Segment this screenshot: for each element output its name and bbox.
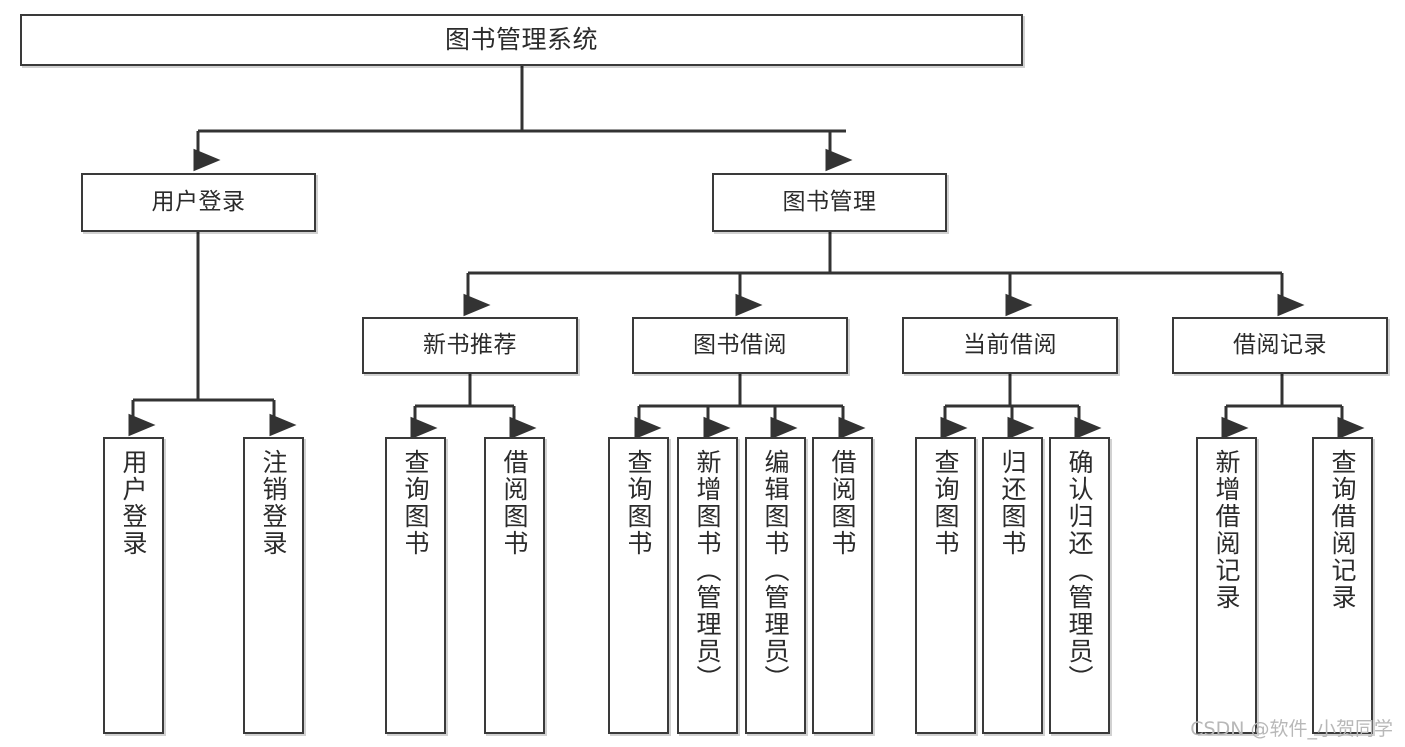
node-leaf-borrow-book-2[interactable]: 借阅图书 xyxy=(812,437,873,734)
node-label: 查询借阅记录 xyxy=(1328,449,1357,611)
node-leaf-add-record[interactable]: 新增借阅记录 xyxy=(1196,437,1257,734)
node-label: 用户登录 xyxy=(119,449,148,557)
node-leaf-edit-book[interactable]: 编辑图书（管理员） xyxy=(745,437,806,734)
node-leaf-query-book-2[interactable]: 查询图书 xyxy=(608,437,669,734)
node-book-manage[interactable]: 图书管理 xyxy=(712,173,947,232)
node-leaf-user-login[interactable]: 用户登录 xyxy=(103,437,164,734)
node-label: 借阅图书 xyxy=(828,449,857,557)
node-label: 新书推荐 xyxy=(423,331,517,358)
node-label: 归还图书 xyxy=(998,449,1027,557)
node-leaf-query-record[interactable]: 查询借阅记录 xyxy=(1312,437,1373,734)
csdn-watermark: CSDN @软件_小贺同学 xyxy=(1190,718,1393,740)
node-leaf-query-book-1[interactable]: 查询图书 xyxy=(385,437,446,734)
node-label: 用户登录 xyxy=(151,188,246,215)
node-label: 当前借阅 xyxy=(963,331,1057,358)
node-label: 查询图书 xyxy=(931,449,960,557)
node-leaf-return-book[interactable]: 归还图书 xyxy=(982,437,1043,734)
node-label: 借阅图书 xyxy=(500,449,529,557)
node-new-book-recommend[interactable]: 新书推荐 xyxy=(362,317,578,374)
node-label: 编辑图书（管理员） xyxy=(761,449,790,692)
node-leaf-add-book[interactable]: 新增图书（管理员） xyxy=(677,437,738,734)
node-label: 图书管理系统 xyxy=(444,25,598,55)
node-leaf-query-book-3[interactable]: 查询图书 xyxy=(915,437,976,734)
node-current-borrow[interactable]: 当前借阅 xyxy=(902,317,1118,374)
node-label: 确认归还（管理员） xyxy=(1065,449,1094,692)
node-book-borrow[interactable]: 图书借阅 xyxy=(632,317,848,374)
node-label: 图书管理 xyxy=(782,188,877,215)
node-label: 图书借阅 xyxy=(693,331,787,358)
node-leaf-confirm-return[interactable]: 确认归还（管理员） xyxy=(1049,437,1110,734)
node-user-login[interactable]: 用户登录 xyxy=(81,173,316,232)
node-label: 注销登录 xyxy=(259,449,288,557)
node-label: 查询图书 xyxy=(401,449,430,557)
node-label: 新增图书（管理员） xyxy=(693,449,722,692)
node-borrow-record[interactable]: 借阅记录 xyxy=(1172,317,1388,374)
node-label: 新增借阅记录 xyxy=(1212,449,1241,611)
node-leaf-borrow-book-1[interactable]: 借阅图书 xyxy=(484,437,545,734)
node-label: 借阅记录 xyxy=(1233,331,1327,358)
node-root-system[interactable]: 图书管理系统 xyxy=(20,14,1023,66)
node-leaf-logout[interactable]: 注销登录 xyxy=(243,437,304,734)
node-label: 查询图书 xyxy=(624,449,653,557)
